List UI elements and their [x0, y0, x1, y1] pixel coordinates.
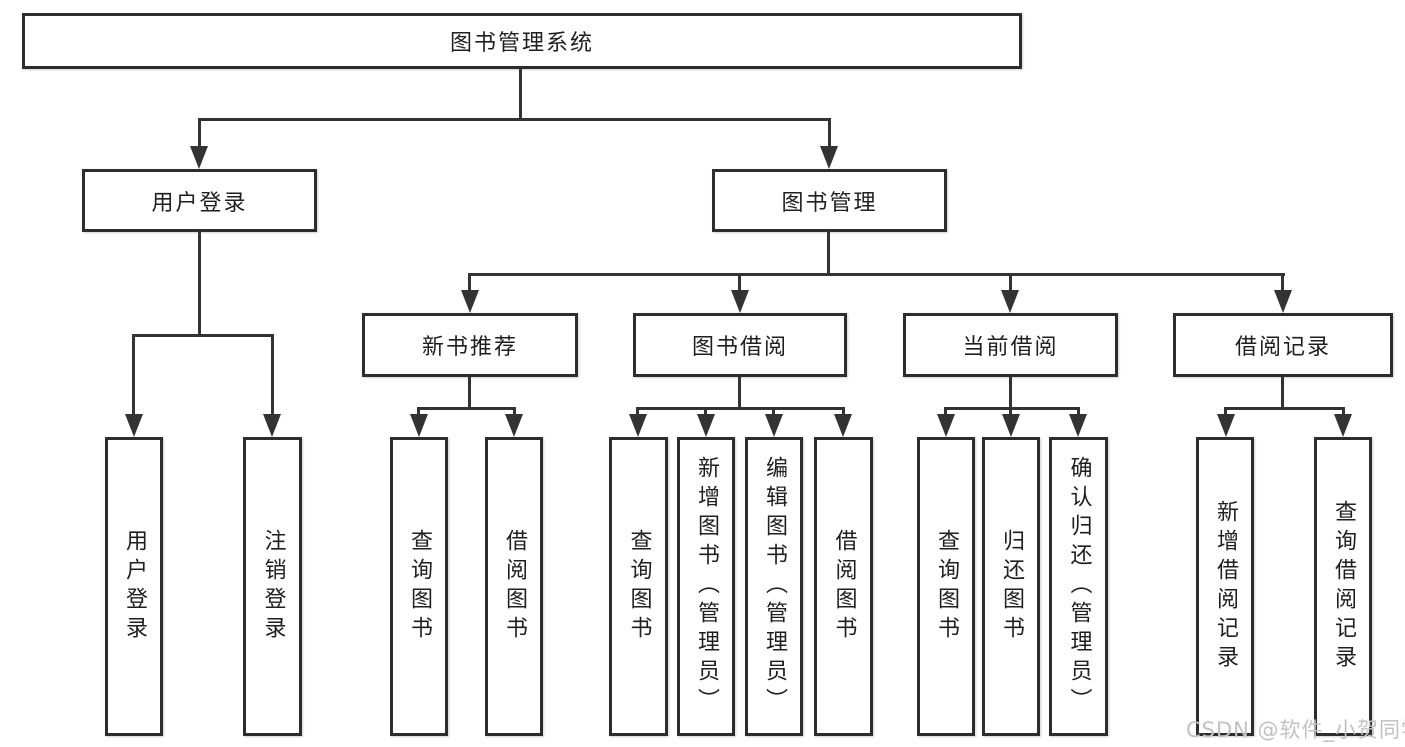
- arrowhead-borrow-record: [1274, 290, 1292, 313]
- leaf-record-add-label: 新增借阅记录: [1213, 499, 1238, 674]
- leaf-record-query-label: 查询借阅记录: [1331, 499, 1356, 674]
- leaf-current-query-label: 查询图书: [934, 528, 959, 645]
- node-root-label: 图书管理系统: [449, 31, 594, 56]
- connector-drop-new-book: [468, 273, 471, 293]
- arrowhead-cb3: [1069, 414, 1087, 437]
- node-current-borrow-label: 当前借阅: [962, 335, 1059, 360]
- node-borrow-record: 借阅记录: [1173, 313, 1393, 377]
- node-borrow-record-label: 借阅记录: [1234, 335, 1331, 360]
- node-user-login: 用户登录: [82, 169, 317, 232]
- arrowhead-bb2: [697, 414, 715, 437]
- connector-drop-login-leaf: [132, 334, 135, 416]
- arrowhead-login-leaf: [125, 414, 143, 437]
- node-user-login-label: 用户登录: [151, 190, 248, 216]
- leaf-newbook-borrow: 借阅图书: [485, 437, 543, 736]
- connector-root-stub: [519, 68, 522, 120]
- leaf-logout: 注销登录: [243, 437, 302, 736]
- arrowhead-br2: [1334, 414, 1352, 437]
- connector-drop-bb2: [704, 407, 707, 417]
- arrowhead-logout-leaf: [263, 414, 281, 437]
- leaf-record-add: 新增借阅记录: [1196, 437, 1254, 736]
- connector-book-mgmt-stub: [827, 231, 830, 275]
- connector-drop-current-borrow: [1009, 273, 1012, 293]
- connector-drop-nb1: [417, 407, 420, 417]
- arrowhead-book-borrow: [731, 290, 749, 313]
- leaf-newbook-query-label: 查询图书: [407, 528, 432, 645]
- leaf-borrow-edit: 编辑图书（管理员）: [745, 437, 803, 736]
- connector-drop-bb3: [772, 407, 775, 417]
- connector-borrow-record-rail: [1224, 407, 1345, 410]
- arrowhead-bb3: [765, 414, 783, 437]
- leaf-newbook-borrow-label: 借阅图书: [502, 528, 527, 645]
- arrowhead-new-book: [461, 290, 479, 313]
- arrowhead-nb1: [410, 414, 428, 437]
- leaf-borrow-query: 查询图书: [609, 437, 668, 736]
- arrowhead-current-borrow: [1001, 290, 1019, 313]
- connector-level3-rail: [468, 273, 1285, 276]
- node-new-book: 新书推荐: [362, 313, 578, 377]
- node-new-book-label: 新书推荐: [421, 335, 518, 360]
- connector-current-borrow-rail: [944, 407, 1080, 410]
- leaf-current-return-label: 归还图书: [999, 528, 1024, 645]
- connector-user-login-stub: [198, 231, 201, 337]
- node-book-mgmt: 图书管理: [712, 169, 947, 232]
- leaf-borrow-borrow: 借阅图书: [814, 437, 873, 736]
- leaf-borrow-edit-label: 编辑图书（管理员）: [762, 456, 787, 717]
- connector-book-borrow-rail: [636, 407, 845, 410]
- leaf-borrow-borrow-label: 借阅图书: [831, 528, 857, 645]
- leaf-current-query: 查询图书: [917, 437, 975, 736]
- arrowhead-user-login: [190, 146, 208, 169]
- connector-drop-logout-leaf: [271, 334, 274, 416]
- connector-user-login-rail: [133, 334, 274, 337]
- connector-new-book-rail: [417, 407, 516, 410]
- leaf-borrow-add-label: 新增图书（管理员）: [694, 456, 719, 717]
- leaf-borrow-query-label: 查询图书: [626, 528, 652, 645]
- connector-book-borrow-stub: [738, 377, 741, 410]
- node-current-borrow: 当前借阅: [903, 313, 1118, 377]
- connector-new-book-stub: [468, 377, 471, 410]
- node-book-borrow-label: 图书借阅: [691, 335, 788, 360]
- connector-borrow-record-stub: [1281, 377, 1284, 410]
- arrowhead-book-mgmt: [820, 146, 838, 169]
- connector-drop-user-login: [198, 118, 201, 148]
- connector-drop-book-borrow: [738, 273, 741, 293]
- leaf-current-return: 归还图书: [982, 437, 1040, 736]
- arrowhead-cb2: [1002, 414, 1020, 437]
- connector-drop-cb1: [944, 407, 947, 417]
- leaf-borrow-add: 新增图书（管理员）: [677, 437, 735, 736]
- arrowhead-cb1: [937, 414, 955, 437]
- leaf-newbook-query: 查询图书: [390, 437, 448, 736]
- connector-current-borrow-stub: [1009, 377, 1012, 410]
- node-book-mgmt-label: 图书管理: [781, 190, 878, 216]
- leaf-current-confirm-label: 确认归还（管理员）: [1066, 456, 1092, 717]
- connector-drop-borrow-record: [1281, 273, 1284, 293]
- leaf-logout-label: 注销登录: [260, 528, 286, 645]
- connector-drop-nb2: [513, 407, 516, 417]
- connector-drop-bb1: [636, 407, 639, 417]
- connector-drop-br2: [1342, 407, 1345, 417]
- node-book-borrow: 图书借阅: [633, 313, 847, 377]
- connector-drop-br1: [1224, 407, 1227, 417]
- csdn-watermark: CSDN @软件_小贺同学: [1186, 718, 1405, 742]
- node-root: 图书管理系统: [22, 13, 1022, 69]
- leaf-user-login-label: 用户登录: [122, 528, 147, 645]
- arrowhead-bb1: [629, 414, 647, 437]
- connector-drop-bb4: [842, 407, 845, 417]
- connector-drop-cb3: [1077, 407, 1080, 417]
- connector-drop-book-mgmt: [828, 118, 831, 148]
- arrowhead-bb4: [834, 414, 852, 437]
- leaf-record-query: 查询借阅记录: [1314, 437, 1372, 736]
- leaf-current-confirm: 确认归还（管理员）: [1049, 437, 1108, 736]
- leaf-user-login: 用户登录: [105, 437, 163, 736]
- connector-drop-cb2: [1009, 407, 1012, 417]
- connector-level2-rail: [198, 118, 831, 121]
- arrowhead-br1: [1217, 414, 1235, 437]
- arrowhead-nb2: [505, 414, 523, 437]
